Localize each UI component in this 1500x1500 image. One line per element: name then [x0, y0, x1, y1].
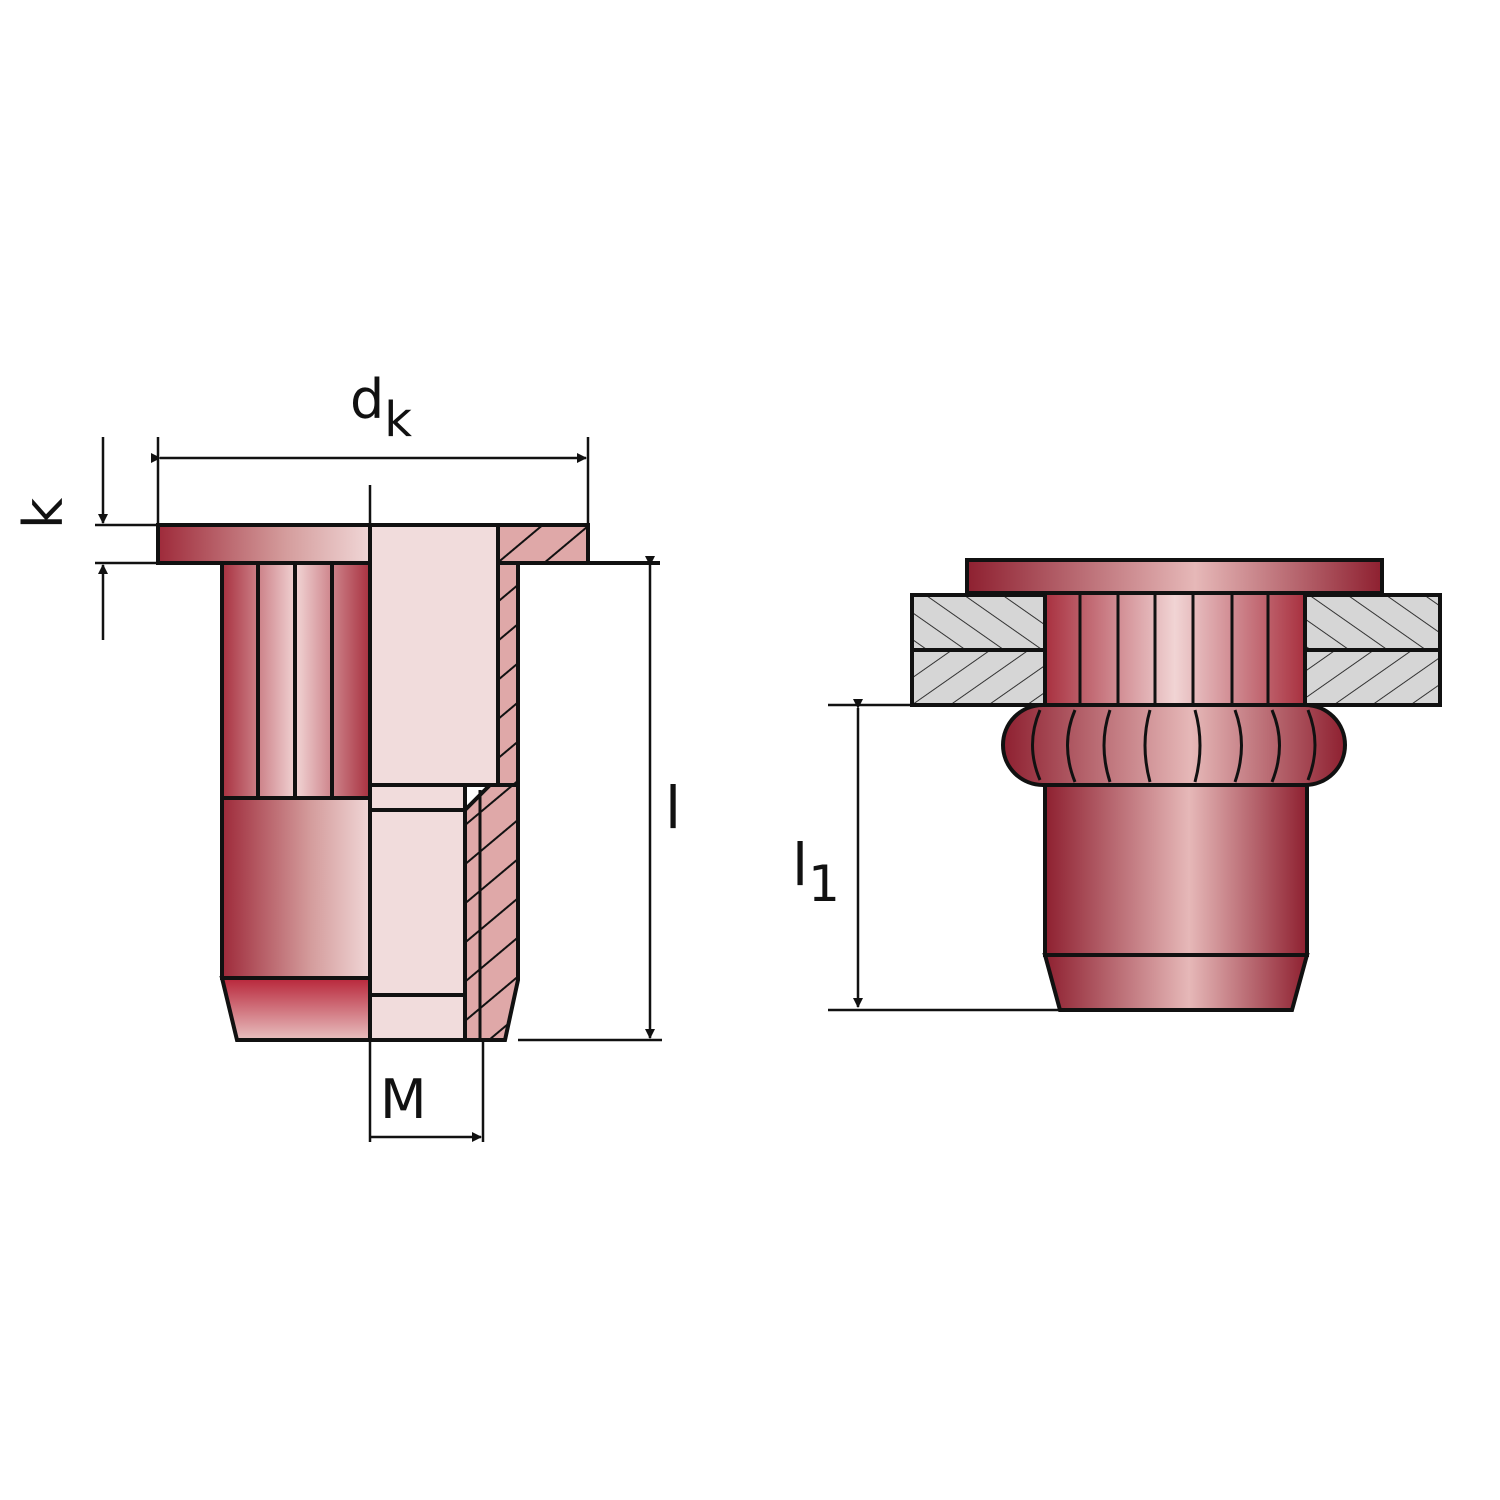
dk-label: dk — [350, 368, 412, 448]
sheet-right-upper — [1303, 593, 1442, 652]
installed-shank — [1043, 783, 1309, 957]
shank-chamfer — [219, 976, 372, 1042]
bulge — [1001, 703, 1347, 787]
shank-plain — [220, 796, 372, 980]
l1-label: l1 — [792, 831, 840, 913]
k-label: k — [12, 497, 75, 529]
installed-flange — [965, 558, 1384, 595]
rivet-nut-side-section-view — [156, 523, 660, 1042]
m-label: M — [380, 1068, 427, 1131]
flange-exterior — [156, 523, 372, 565]
upper-bore — [368, 523, 500, 787]
sheet-left-lower — [910, 648, 1047, 707]
rivet-nut-installed-view — [910, 558, 1442, 1012]
installed-chamfer — [1042, 953, 1310, 1012]
l-label: l — [665, 774, 681, 842]
sheet-left-upper — [910, 593, 1047, 652]
upper-wall-section — [496, 561, 520, 787]
lower-wall-section — [463, 783, 520, 1042]
left-dimensions — [95, 437, 662, 1142]
installed-ribs — [1043, 591, 1307, 707]
right-dimensions — [828, 699, 1065, 1012]
thread-bore — [368, 783, 467, 1042]
sheet-right-lower — [1303, 648, 1442, 707]
flange-section — [496, 523, 590, 565]
